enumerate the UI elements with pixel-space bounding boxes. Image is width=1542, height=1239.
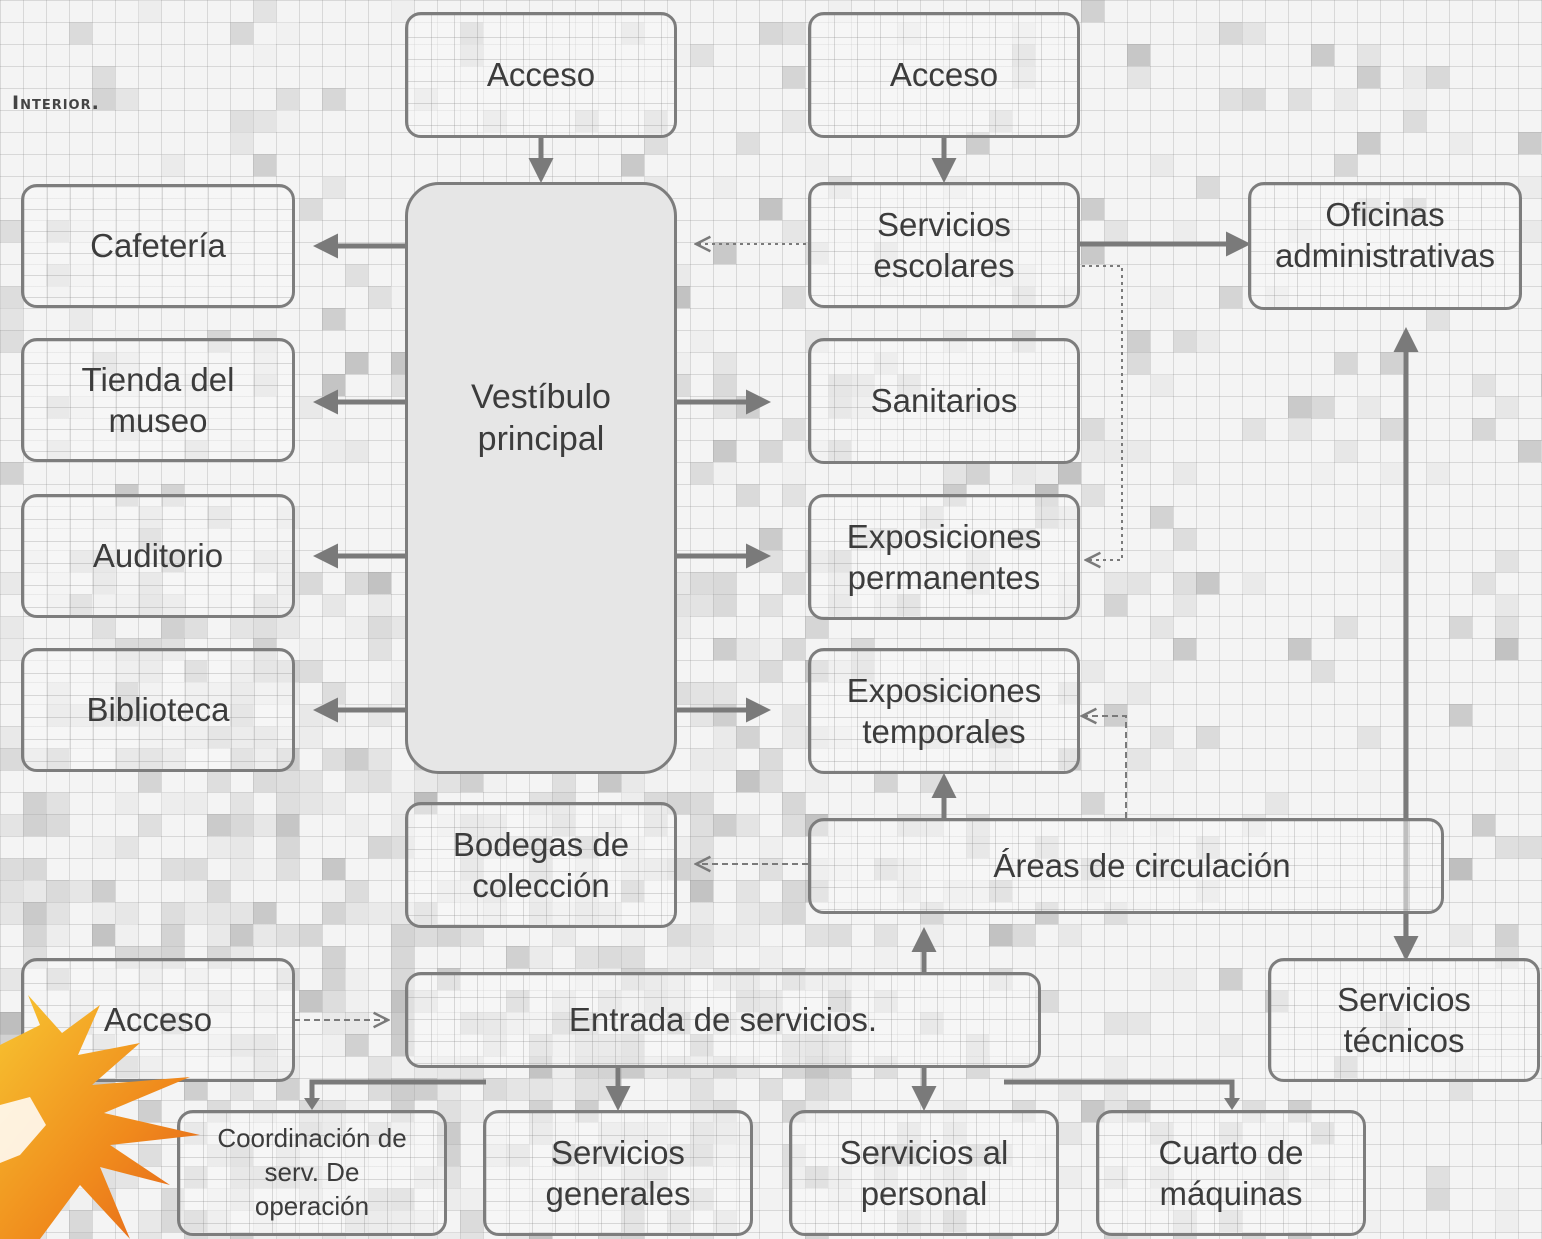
node-cafeteria: Cafetería (21, 184, 295, 308)
node-servicios-escolares: Servicios escolares (808, 182, 1080, 308)
node-vestibulo-principal: Vestíbulo principal (405, 182, 677, 774)
node-acceso-top-right: Acceso (808, 12, 1080, 138)
bus-maquinas (1004, 1079, 1235, 1106)
node-auditorio: Auditorio (21, 494, 295, 618)
node-cuarto-maquinas: Cuarto de máquinas (1096, 1110, 1366, 1236)
node-sanitarios: Sanitarios (808, 338, 1080, 464)
bus-entrada-servicios (309, 1079, 486, 1106)
arrowhead-coordinacion (304, 1098, 320, 1110)
node-servicios-personal: Servicios al personal (789, 1110, 1059, 1236)
node-tienda-museo: Tienda del museo (21, 338, 295, 462)
node-exposiciones-temporales: Exposiciones temporales (808, 648, 1080, 774)
node-areas-circulacion: Áreas de circulación (808, 818, 1444, 914)
node-biblioteca: Biblioteca (21, 648, 295, 772)
arrowhead-maquinas (1224, 1098, 1240, 1110)
node-bodegas-coleccion: Bodegas de colección (405, 802, 677, 928)
sun-logo-graphic (0, 995, 200, 1239)
dashed-circulacion-temporales (1082, 716, 1127, 818)
section-label: Interior. (12, 92, 100, 114)
node-servicios-generales: Servicios generales (483, 1110, 753, 1236)
node-acceso-top-left: Acceso (405, 12, 677, 138)
dotted-escolares-permanentes (1082, 265, 1123, 560)
node-exposiciones-permanentes: Exposiciones permanentes (808, 494, 1080, 620)
node-oficinas-administrativas: Oficinas administrativas (1248, 182, 1522, 310)
node-servicios-tecnicos: Servicios técnicos (1268, 958, 1540, 1082)
node-coordinacion-operacion: Coordinación de serv. De operación (177, 1110, 447, 1236)
node-entrada-servicios: Entrada de servicios. (405, 972, 1041, 1068)
